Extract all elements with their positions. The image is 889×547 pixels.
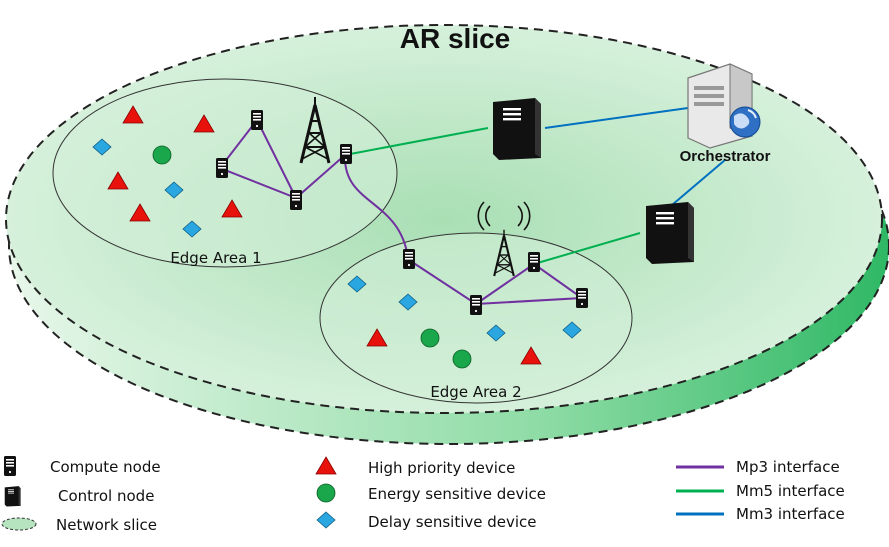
edge-area-2-label: Edge Area 2 (430, 383, 521, 401)
legend-compute-node: Compute node (50, 458, 161, 476)
energy-sensitive-device-icon (420, 328, 440, 348)
legend-high-priority: High priority device (368, 459, 515, 477)
legend-control-node: Control node (58, 487, 154, 505)
mm5-link-2 (533, 232, 641, 265)
energy-sensitive-device-icon (316, 483, 336, 503)
network-slice-icon (1, 517, 37, 531)
compute-node-icon (470, 295, 482, 315)
delay-sensitive-device-icon (316, 511, 336, 529)
compute-node-icon (251, 110, 263, 130)
high-priority-device-icon (315, 456, 337, 475)
mp3-link-area1 (218, 119, 299, 200)
control-node-icon (493, 98, 541, 160)
legend-mm5: Mm5 interface (736, 482, 845, 500)
control-node-icon (646, 202, 694, 264)
legend-mm3: Mm3 interface (736, 505, 845, 523)
slice-title: AR slice (400, 23, 511, 54)
mp3-link-inter-area (344, 157, 409, 259)
mp3-link-tower1 (295, 154, 346, 199)
base-station-2-icon (477, 201, 531, 278)
compute-node-icon (4, 456, 16, 476)
orchestrator-label: Orchestrator (680, 148, 771, 165)
mm3-link-1 (544, 107, 689, 129)
legend-energy-sensitive: Energy sensitive device (368, 485, 546, 503)
legend-mp3: Mp3 interface (736, 458, 840, 476)
compute-node-icon (340, 144, 352, 164)
compute-node-icon (216, 158, 228, 178)
legend-delay-sensitive: Delay sensitive device (368, 513, 537, 531)
orchestrator-server-icon (687, 63, 761, 149)
mm3-link-2 (671, 159, 726, 206)
energy-sensitive-device-icon (452, 349, 472, 369)
interface-links (218, 107, 726, 306)
compute-node-icon (576, 288, 588, 308)
compute-node-icon (528, 252, 540, 272)
legend-network-slice: Network slice (56, 516, 157, 534)
energy-sensitive-device-icon (152, 145, 172, 165)
compute-node-icon (290, 190, 302, 210)
compute-node-icon (403, 249, 415, 269)
edge-area-1-label: Edge Area 1 (170, 249, 261, 267)
mm5-link-1 (344, 127, 489, 156)
legend: Compute node Control node Network slice … (1, 456, 845, 534)
control-node-icon (4, 486, 21, 507)
edge-area-2 (319, 232, 633, 404)
